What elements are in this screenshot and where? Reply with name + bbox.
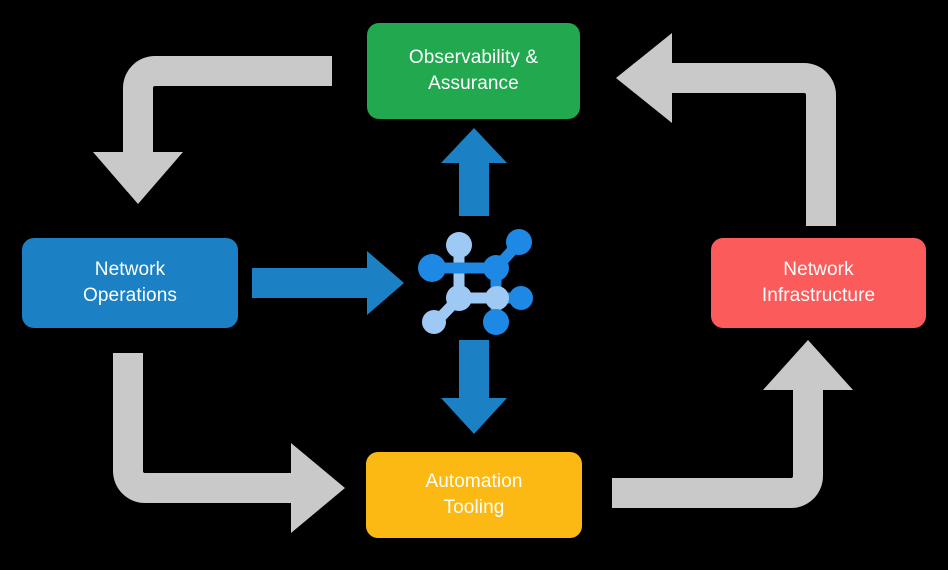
connector-center-to-automation [441,340,507,434]
connector-infrastructure-to-observability [616,33,836,226]
node-network-operations[interactable]: Network Operations [22,238,238,328]
connector-operations-to-center [252,251,404,315]
gray-arrow-up-left [616,33,836,226]
gray-arrow-down-right [113,353,345,533]
connector-observability-to-operations [93,56,332,204]
gray-arrow-down-left [93,56,332,204]
gray-arrow-right-up [612,340,853,508]
blue-arrow-up [441,128,507,216]
network-topology-icon [418,229,533,335]
topology-nodes-light [422,232,509,334]
connector-automation-to-infrastructure [612,340,853,508]
blue-arrow-down [441,340,507,434]
topology-edges-light [428,239,503,328]
connector-operations-to-automation [113,353,345,533]
connector-center-to-observability [441,128,507,216]
topology-nodes-dark [418,229,533,335]
blue-arrow-right [252,251,404,315]
node-automation-tooling[interactable]: Automation Tooling [366,452,582,538]
node-network-infrastructure[interactable]: Network Infrastructure [711,238,926,328]
node-observability-assurance[interactable]: Observability & Assurance [367,23,580,119]
